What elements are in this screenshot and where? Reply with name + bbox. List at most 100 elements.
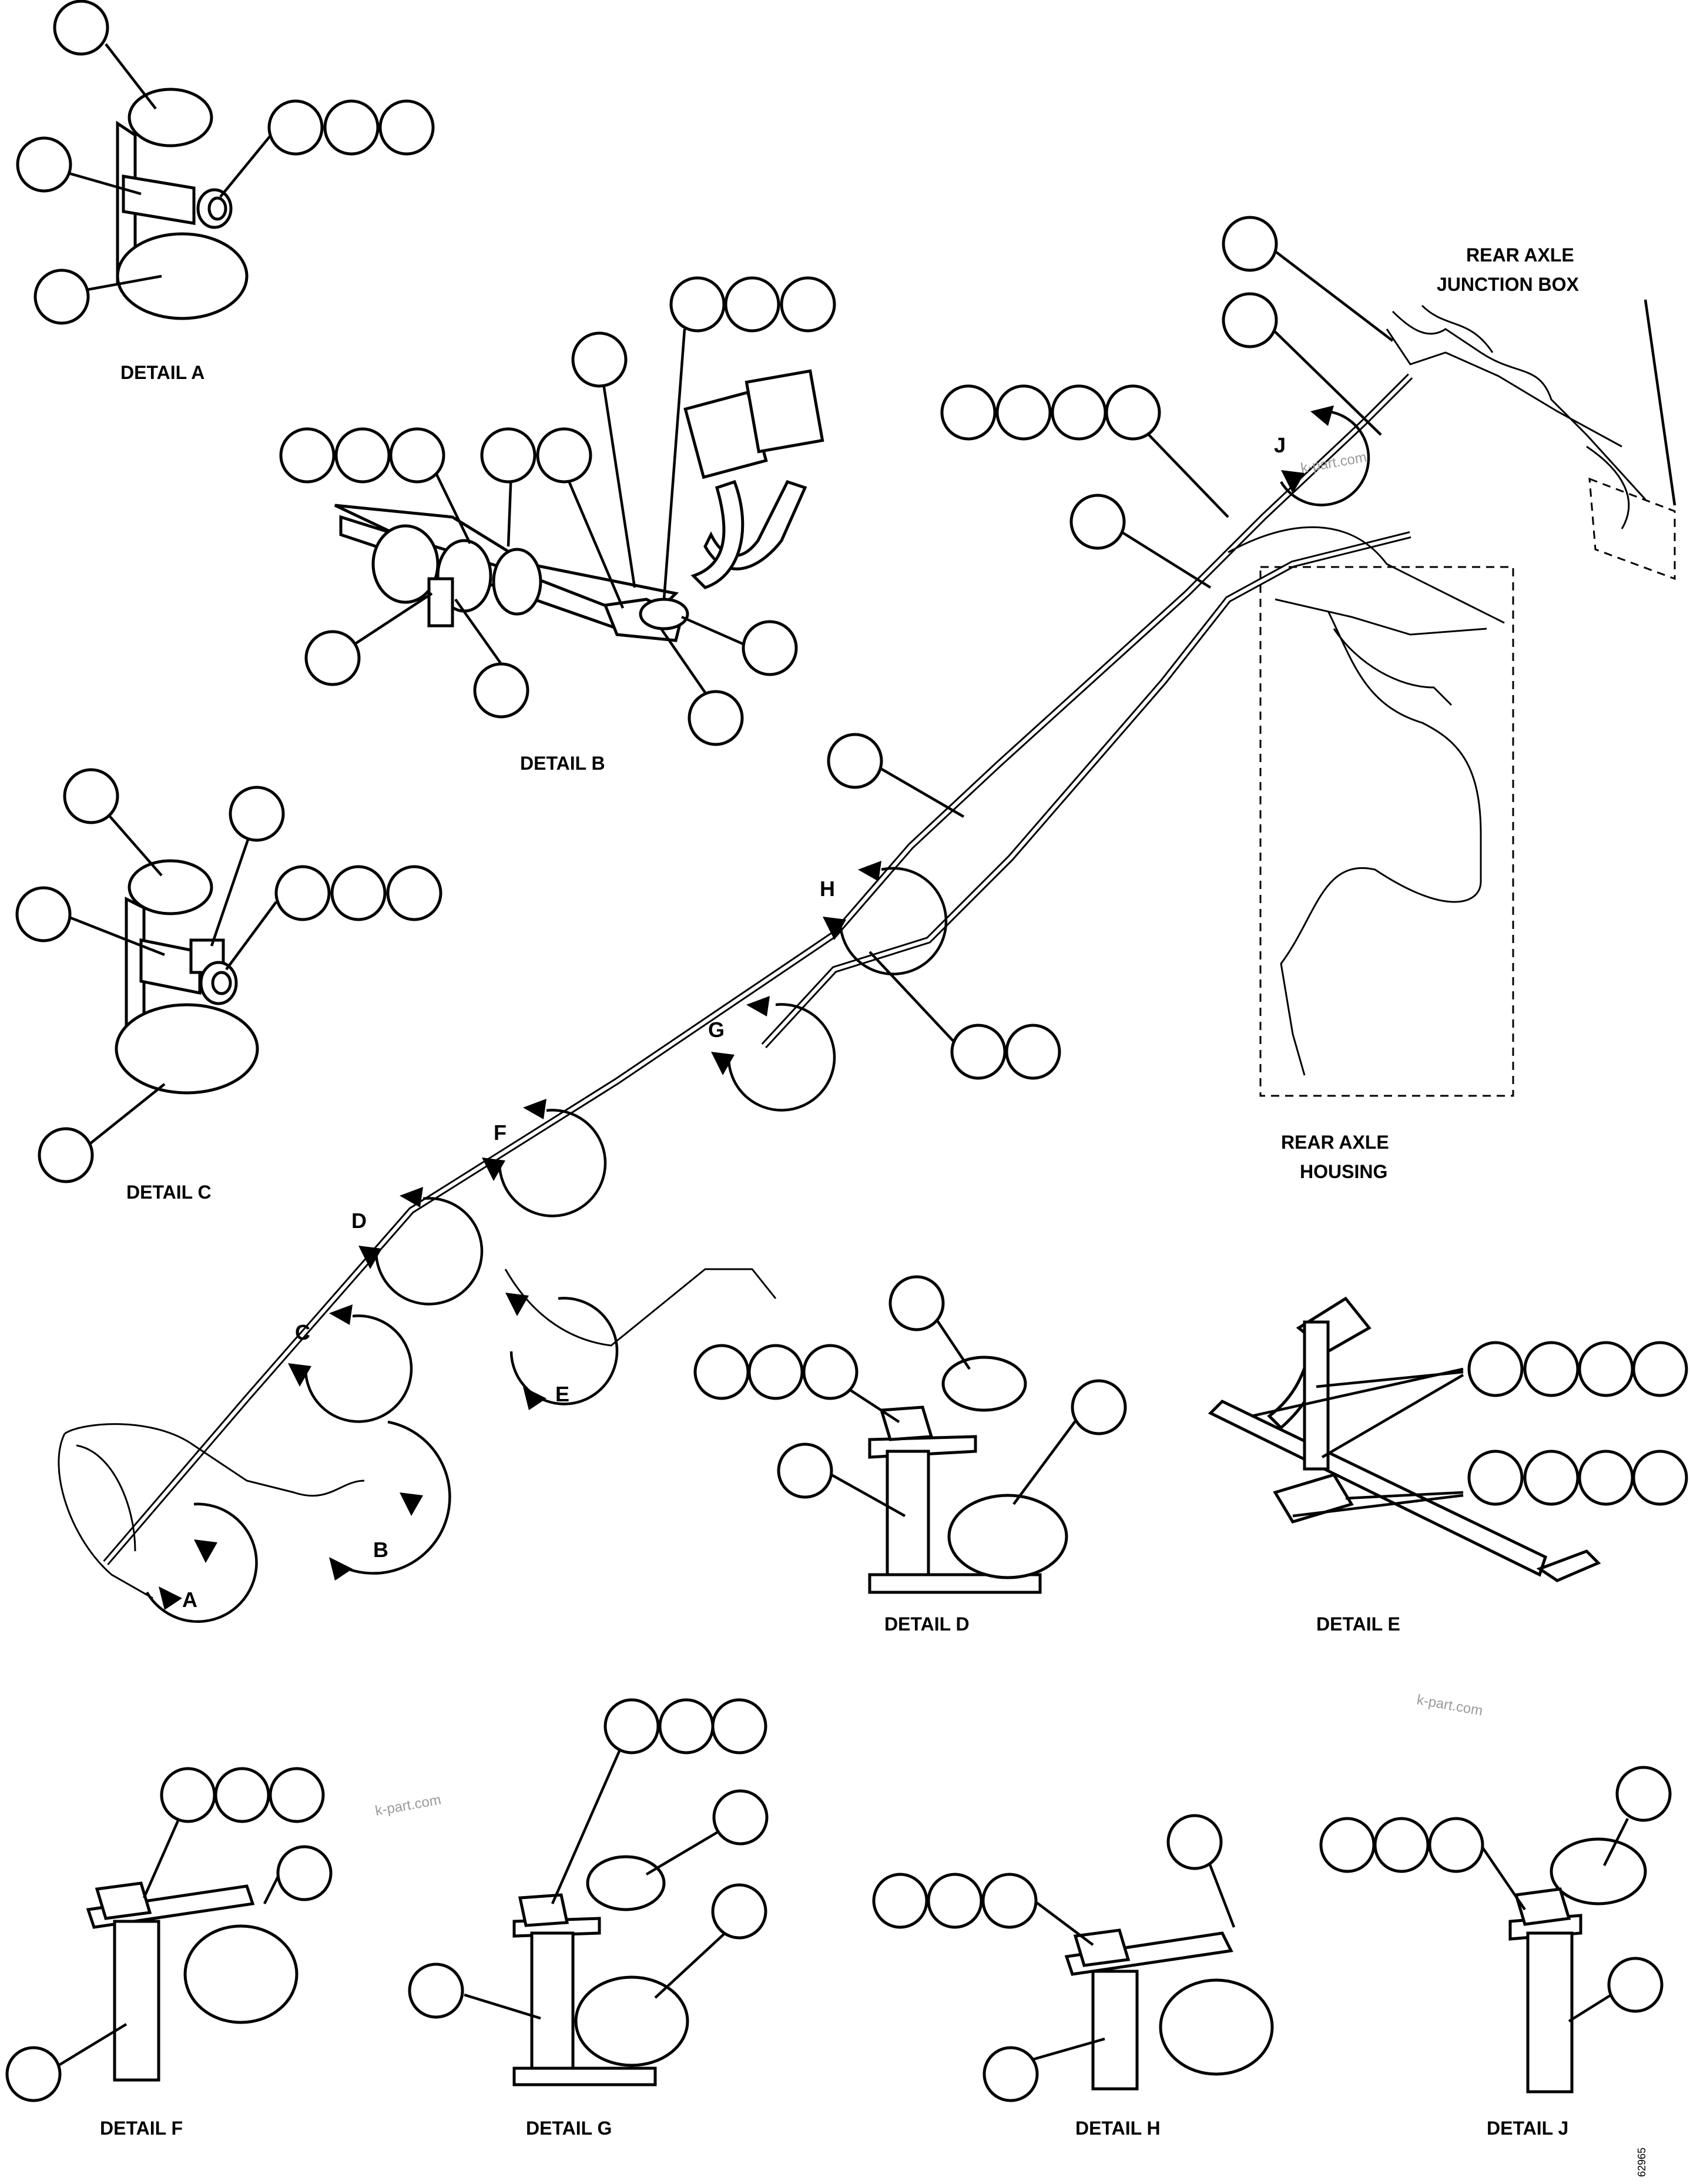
callout-balloon <box>214 1767 270 1823</box>
callout-balloon <box>269 1767 325 1823</box>
detail-g-label: DETAIL G <box>526 2118 612 2139</box>
detail-j-group: DETAIL J <box>1319 1766 1672 2139</box>
detail-a-label: DETAIL A <box>120 362 204 383</box>
callout-balloon <box>711 1698 767 1754</box>
callout-letter-f: F <box>494 1120 507 1145</box>
callout-balloon <box>827 733 883 789</box>
callout-letter-a: A <box>182 1588 197 1612</box>
callout-balloon <box>1373 1817 1430 1873</box>
callout-balloon <box>1523 1341 1580 1397</box>
callout-balloon <box>1632 1450 1688 1506</box>
detail-a-group: DETAIL A <box>16 0 435 383</box>
callout-balloon <box>334 427 391 484</box>
callout-balloon <box>1051 384 1107 441</box>
main-harness <box>58 304 1647 1599</box>
callout-balloon <box>1166 1814 1223 1870</box>
harness-detail-circles <box>146 405 1370 1623</box>
callout-balloon <box>304 630 361 686</box>
callout-balloon <box>1222 292 1278 348</box>
callout-balloon <box>267 99 324 156</box>
detail-c-group: DETAIL C <box>15 768 442 1203</box>
callout-balloon <box>63 768 119 824</box>
callout-balloon <box>16 136 72 193</box>
callout-balloon <box>389 427 445 484</box>
callout-balloon <box>940 384 997 441</box>
callout-balloon <box>1632 1341 1688 1397</box>
main-balloons <box>827 216 1394 1080</box>
detail-f-group: DETAIL F <box>5 1767 333 2139</box>
callout-letter-h: H <box>820 877 835 901</box>
callout-balloon <box>981 1873 1038 1929</box>
callout-balloon <box>1222 216 1278 272</box>
callout-balloon <box>688 690 744 746</box>
detail-h-group: DETAIL H <box>872 1814 1274 2139</box>
callout-balloon <box>15 886 72 942</box>
callout-balloon <box>1523 1450 1580 1506</box>
callout-balloon <box>38 1127 94 1183</box>
callout-balloon <box>323 99 380 156</box>
callout-balloon <box>1005 1024 1061 1080</box>
callout-balloon <box>927 1873 983 1929</box>
callout-balloon <box>669 276 726 333</box>
callout-balloon <box>802 1344 859 1400</box>
detail-h-label: DETAIL H <box>1075 2118 1161 2139</box>
callout-balloon <box>473 662 529 719</box>
detail-g-group: DETAIL G <box>408 1698 769 2139</box>
callout-balloon <box>33 269 90 325</box>
callout-balloon <box>229 786 285 842</box>
callout-balloon <box>995 384 1052 441</box>
callout-balloon <box>1467 1450 1524 1506</box>
detail-e-group: DETAIL E <box>1208 1296 1688 1635</box>
callout-letters: A B C D E F G H J <box>182 433 1286 1612</box>
callout-balloon <box>1615 1766 1672 1822</box>
callout-balloon <box>571 331 628 388</box>
detail-f-label: DETAIL F <box>100 2118 183 2139</box>
callout-balloon <box>950 1024 1007 1080</box>
watermark: k-part.com <box>374 1792 442 1819</box>
callout-balloon <box>536 427 592 484</box>
callout-balloon <box>408 1962 464 2019</box>
callout-balloon <box>742 620 798 676</box>
callout-balloon <box>747 1344 804 1400</box>
detail-d-group: DETAIL D <box>693 1275 1127 1635</box>
callout-letter-c: C <box>295 1320 310 1344</box>
callout-balloon <box>1319 1817 1376 1873</box>
housing-label-2: HOUSING <box>1300 1161 1387 1182</box>
callout-balloon <box>983 2046 1039 2102</box>
detail-d-label: DETAIL D <box>884 1613 970 1635</box>
callout-letter-e: E <box>555 1382 569 1406</box>
callout-letter-g: G <box>708 1018 725 1042</box>
callout-balloon <box>1071 1379 1127 1435</box>
figure-number: 62965 <box>1636 2148 1648 2177</box>
callout-balloon <box>888 1275 945 1331</box>
callout-balloon <box>1069 494 1126 550</box>
callout-balloon <box>1105 384 1161 441</box>
callout-balloon <box>1607 1957 1664 2013</box>
callout-balloon <box>777 1442 833 1499</box>
callout-balloon <box>658 1698 715 1754</box>
detail-b-group: DETAIL B <box>279 276 836 774</box>
detail-j-label: DETAIL J <box>1487 2118 1568 2139</box>
callout-balloon <box>1467 1341 1524 1397</box>
junction-box-label-1: REAR AXLE <box>1466 244 1574 266</box>
callout-balloon <box>279 427 336 484</box>
callout-balloon <box>378 99 435 156</box>
callout-balloon <box>160 1767 216 1823</box>
callout-balloon <box>276 1845 333 1901</box>
callout-balloon <box>872 1873 928 1929</box>
housing-label-1: REAR AXLE <box>1281 1132 1389 1153</box>
callout-balloon <box>53 0 109 56</box>
callout-balloon <box>724 276 780 333</box>
callout-balloon <box>480 427 536 484</box>
callout-balloon <box>274 865 331 921</box>
callout-letter-b: B <box>373 1538 388 1562</box>
callout-balloon <box>5 2046 62 2102</box>
callout-balloon <box>330 865 387 921</box>
callout-balloon <box>386 865 442 921</box>
watermark: k-part.com <box>1416 1692 1484 1719</box>
junction-box-label-2: JUNCTION BOX <box>1437 274 1579 295</box>
callout-balloon <box>1428 1817 1484 1873</box>
callout-letter-j: J <box>1274 433 1286 457</box>
detail-c-label: DETAIL C <box>126 1182 212 1203</box>
